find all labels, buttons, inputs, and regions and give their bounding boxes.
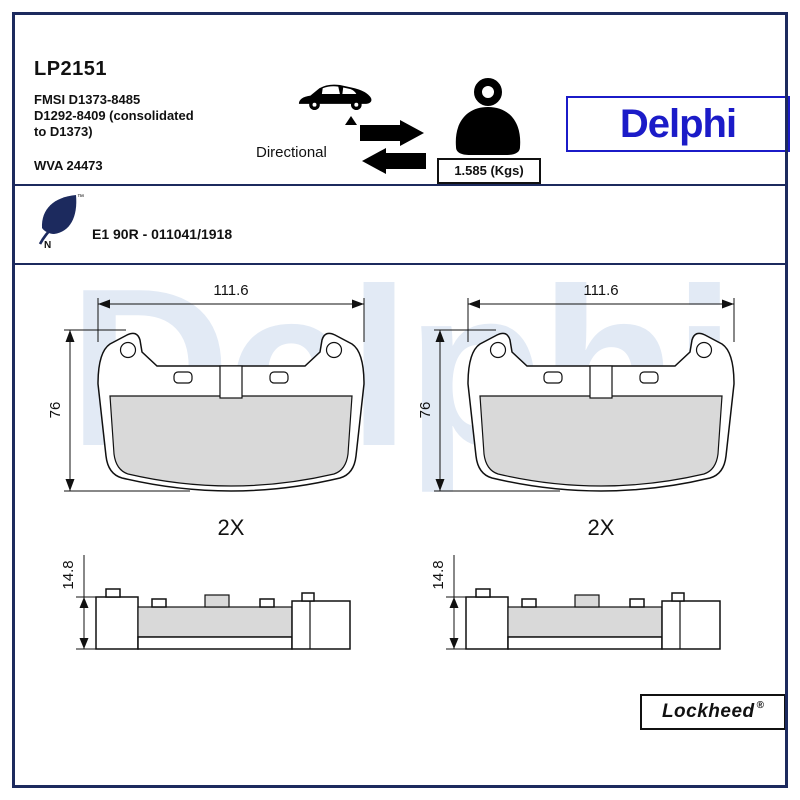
directional-label: Directional [256,144,327,161]
thickness-dimension-left: 14.8 [60,555,96,650]
height-dimension-right: 76 [417,329,560,492]
width-dimension-left: 111.6 [97,282,365,342]
registered-trademark-symbol: ® [756,700,765,711]
delphi-logo: Delphi [566,96,790,152]
front-view-drawing-left: 111.6 76 [47,282,365,492]
thickness-dimension-value: 14.8 [430,560,447,589]
side-view-drawing-right: 14.8 [430,555,721,650]
header-divider [12,184,788,186]
fmsi-reference: FMSI D1373-8485 D1292-8409 (consolidated… [34,92,194,140]
width-dimension-value: 111.6 [213,282,248,299]
front-view-drawing-right: 111.6 76 [417,282,735,492]
fmsi-line-1: FMSI D1373-8485 [34,92,141,107]
weight-icon [443,76,533,156]
car-icon [294,80,376,116]
width-dimension-right: 111.6 [467,282,735,342]
thickness-dimension-value: 14.8 [60,560,77,589]
delphi-logo-text: Delphi [619,101,737,146]
leaf-icon: ™ N [38,194,84,251]
brake-pad-front-right [467,332,735,492]
ece-approval-number: E1 90R - 011041/1918 [92,226,233,242]
side-view-drawing-left: 14.8 [60,555,351,650]
part-number: LP2151 [34,58,108,80]
fmsi-line-2: D1292-8409 (consolidated [34,108,194,123]
width-dimension-value: 111.6 [583,282,618,299]
leaf-trademark: ™ [77,194,84,201]
axle-position-marker-icon [345,116,357,125]
brake-pad-front-left [97,332,365,492]
eco-leaf-mark: ™ N [34,190,86,251]
leaf-n-mark: N [44,240,51,250]
wva-reference: WVA 24473 [34,158,103,173]
height-dimension-value: 76 [47,402,64,419]
quantity-label-right: 2X [587,515,615,540]
thickness-dimension-right: 14.8 [430,555,466,650]
brake-pad-side-right [465,588,721,650]
fmsi-line-3: to D1373) [34,124,93,139]
direction-arrows-icon [360,120,426,174]
height-dimension-value: 76 [417,402,434,419]
brake-pad-side-left [95,588,351,650]
height-dimension-left: 76 [47,329,190,492]
content-divider [12,263,788,265]
weight-value: 1.585 (Kgs) [437,158,541,184]
lockheed-logo: Lockheed ® [640,694,786,730]
lockheed-logo-text: Lockheed [661,701,755,722]
quantity-label-left: 2X [217,515,245,540]
